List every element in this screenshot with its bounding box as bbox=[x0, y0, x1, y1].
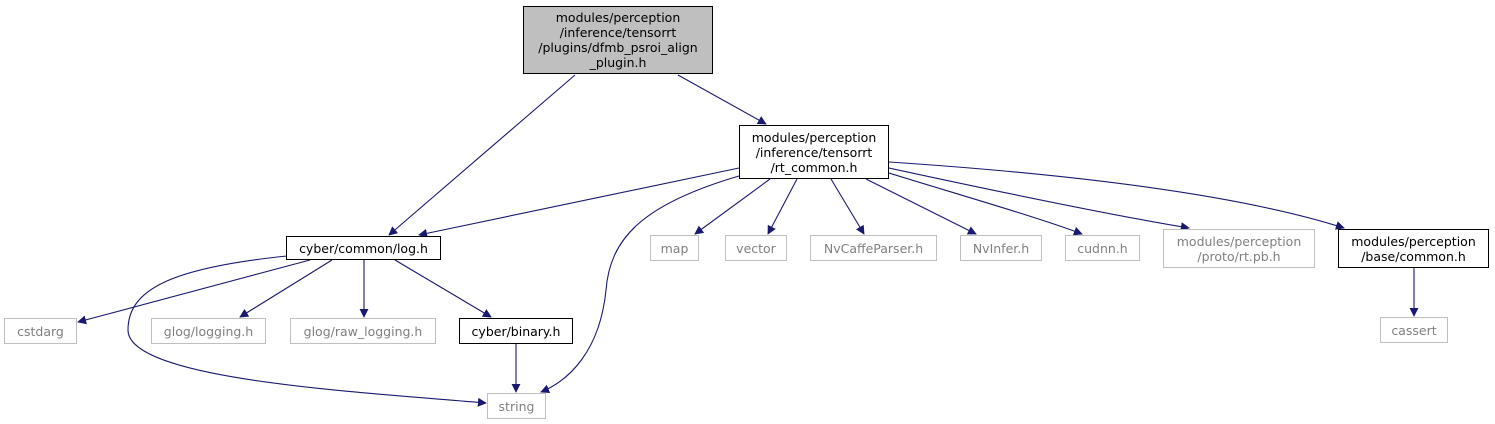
nvcaffeparser-node: NvCaffeParser.h bbox=[810, 235, 937, 261]
edge-rt-common-to-string bbox=[540, 175, 740, 394]
edge-root-to-log bbox=[388, 74, 576, 236]
glog-logging-node: glog/logging.h bbox=[151, 318, 266, 344]
edge-rt-common-to-nvcaffe bbox=[830, 178, 865, 235]
nvinfer-node: NvInfer.h bbox=[960, 235, 1042, 261]
cassert-node: cassert bbox=[1380, 317, 1448, 343]
edge-rt-common-to-log bbox=[418, 167, 740, 238]
glog-raw-logging-node: glog/raw_logging.h bbox=[290, 318, 436, 344]
edge-log-to-binary bbox=[394, 259, 492, 318]
cstdarg-node: cstdarg bbox=[4, 318, 77, 344]
binary-header-node[interactable]: cyber/binary.h bbox=[459, 318, 573, 344]
edge-rt-common-to-nvinfer bbox=[865, 178, 977, 235]
edge-root-to-rt-common bbox=[677, 74, 767, 125]
map-node: map bbox=[650, 235, 699, 261]
base-common-node[interactable]: modules/perception /base/common.h bbox=[1338, 229, 1489, 268]
edge-log-to-string bbox=[127, 255, 487, 407]
edge-rt-common-to-cudnn bbox=[888, 172, 1083, 236]
rt-common-node[interactable]: modules/perception /inference/tensorrt /… bbox=[739, 125, 889, 179]
cudnn-node: cudnn.h bbox=[1065, 235, 1140, 261]
root-file-node: modules/perception /inference/tensorrt /… bbox=[523, 6, 713, 74]
rt-pb-node: modules/perception /proto/rt.pb.h bbox=[1163, 229, 1315, 268]
edge-rt-common-to-rt-pb bbox=[888, 167, 1190, 232]
string-node: string bbox=[487, 393, 546, 419]
edge-log-to-cstdarg bbox=[77, 259, 311, 325]
log-header-node[interactable]: cyber/common/log.h bbox=[286, 236, 441, 260]
edge-log-to-glog-logging bbox=[239, 259, 333, 318]
vector-node: vector bbox=[725, 235, 787, 261]
edge-rt-common-to-base bbox=[888, 161, 1345, 230]
edge-rt-common-to-map bbox=[694, 178, 771, 235]
edge-rt-common-to-vector bbox=[767, 178, 798, 235]
